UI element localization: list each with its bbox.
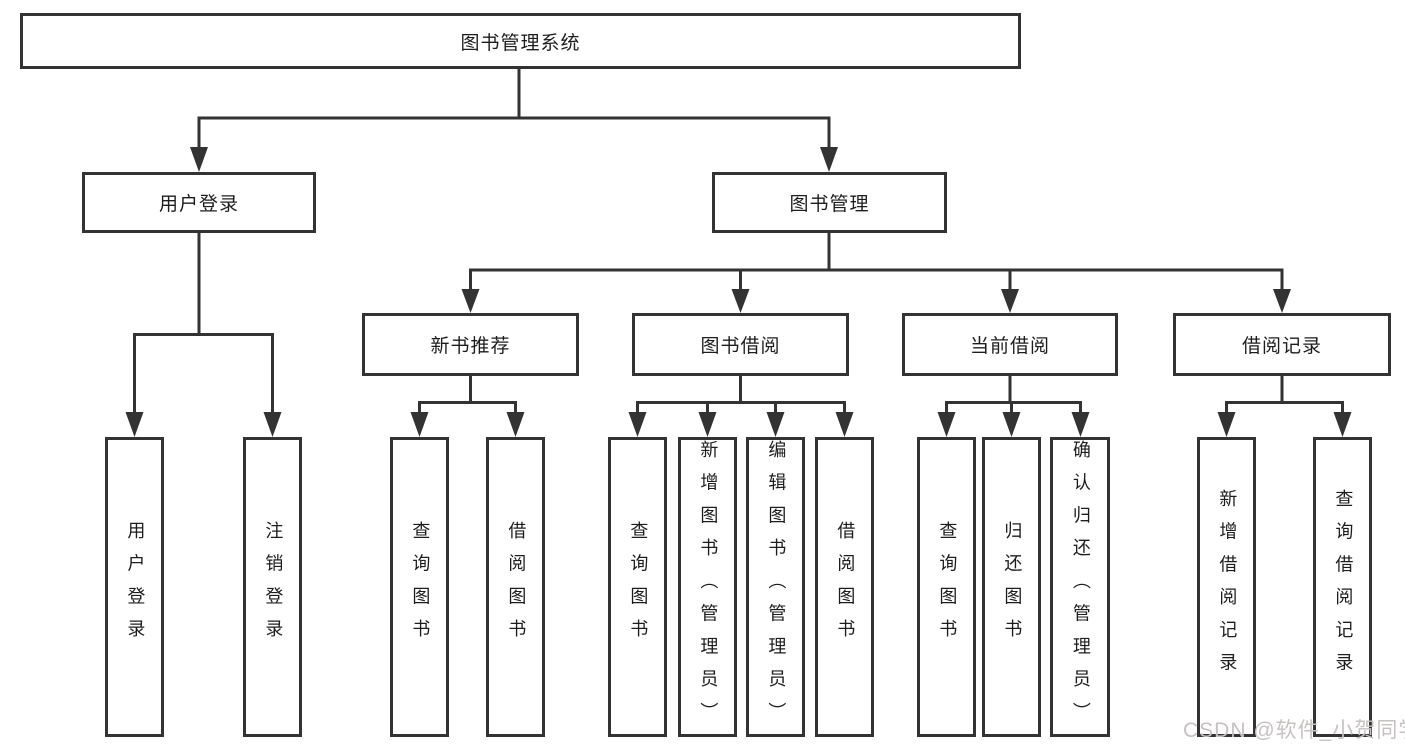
node-current-borrow-label: 当前借阅: [969, 336, 1050, 357]
node-borrow-records-label: 借阅记录: [1241, 336, 1322, 357]
leaf-add-borrow-record-label: 新增借阅记录: [1217, 488, 1238, 686]
leaf-borrow-books-rec-label: 借阅图书: [506, 521, 527, 653]
node-borrow-records: 借阅记录: [1173, 313, 1391, 376]
leaf-borrow-books: 借阅图书: [815, 437, 874, 737]
leaf-query-books-current: 查询图书: [917, 437, 976, 737]
leaf-edit-books-admin: 编辑图书（管理员）: [746, 437, 805, 737]
leaf-add-books-admin-label: 新增图书（管理员）: [698, 440, 719, 735]
node-book-mgmt-label: 图书管理: [789, 194, 870, 215]
node-book-mgmt: 图书管理: [712, 172, 947, 233]
connector-book-mgmt: [469, 232, 1284, 291]
node-root: 图书管理系统: [20, 13, 1021, 69]
connector-new-book-rec: [418, 375, 517, 415]
leaf-user-login-label: 用户登录: [125, 521, 146, 653]
leaf-query-books-current-label: 查询图书: [937, 521, 958, 653]
connector-borrow-records: [1225, 375, 1344, 415]
leaf-borrow-books-rec: 借阅图书: [486, 437, 545, 737]
arrowheads: [125, 147, 1352, 437]
watermark: CSDN @软件_小贺同学: [1183, 719, 1405, 742]
node-book-borrow: 图书借阅: [632, 313, 849, 376]
leaf-edit-books-admin-label: 编辑图书（管理员）: [766, 440, 787, 735]
leaf-query-books-borrow-label: 查询图书: [628, 521, 649, 653]
connector-root: [197, 69, 831, 150]
leaf-add-borrow-record: 新增借阅记录: [1197, 437, 1256, 737]
leaf-confirm-return-admin-label: 确认归还（管理员）: [1070, 440, 1091, 735]
node-user-login: 用户登录: [82, 172, 316, 233]
node-current-borrow: 当前借阅: [902, 313, 1118, 376]
node-new-book-rec: 新书推荐: [362, 313, 579, 376]
leaf-add-books-admin: 新增图书（管理员）: [678, 437, 737, 737]
connector-user-login: [133, 232, 274, 415]
leaf-query-borrow-record-label: 查询借阅记录: [1333, 488, 1354, 686]
node-new-book-rec-label: 新书推荐: [430, 336, 511, 357]
leaf-query-books-borrow: 查询图书: [608, 437, 667, 737]
leaf-user-login: 用户登录: [105, 437, 164, 737]
leaf-query-books-rec-label: 查询图书: [410, 521, 431, 653]
leaf-logout-label: 注销登录: [263, 521, 284, 653]
leaf-query-books-rec: 查询图书: [390, 437, 449, 737]
leaf-logout: 注销登录: [243, 437, 302, 737]
leaf-return-books: 归还图书: [982, 437, 1041, 737]
leaf-confirm-return-admin: 确认归还（管理员）: [1050, 437, 1110, 737]
leaf-return-books-label: 归还图书: [1002, 521, 1023, 653]
node-user-login-label: 用户登录: [158, 194, 239, 215]
leaf-borrow-books-label: 借阅图书: [835, 521, 856, 653]
node-book-borrow-label: 图书借阅: [700, 336, 781, 357]
node-root-label: 图书管理系统: [460, 32, 581, 54]
connector-book-borrow: [636, 375, 846, 415]
connector-current-borrow: [945, 375, 1082, 415]
leaf-query-borrow-record: 查询借阅记录: [1313, 437, 1372, 737]
